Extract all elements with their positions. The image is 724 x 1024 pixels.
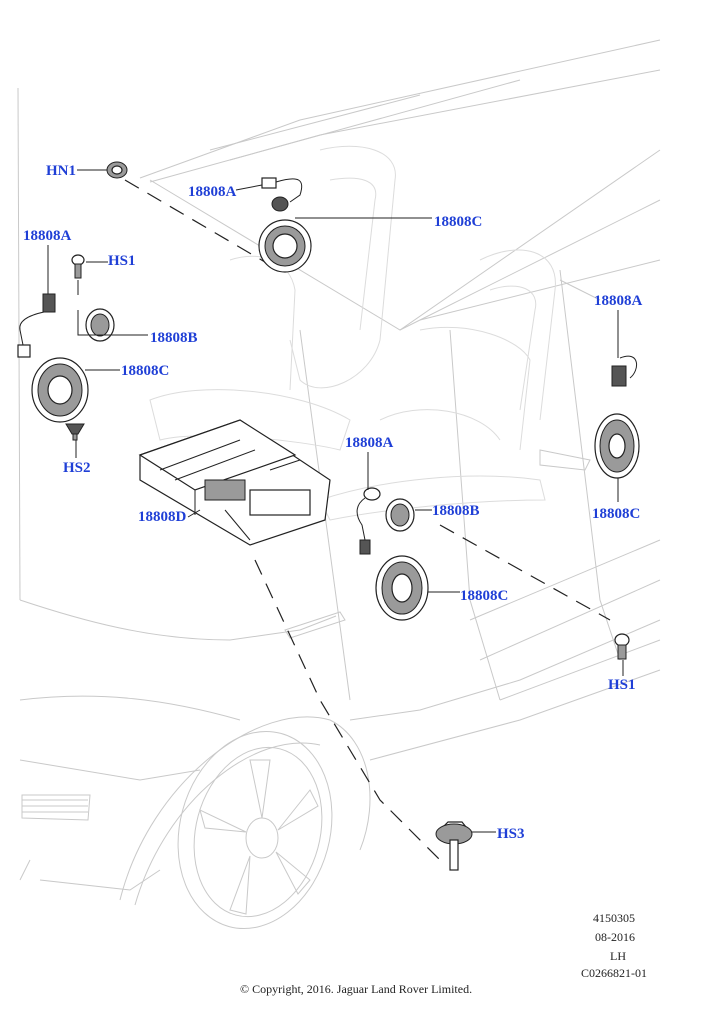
hs1-screw-left — [71, 254, 85, 279]
tweeter-mid — [385, 498, 415, 532]
callout-hs2: HS2 — [63, 460, 91, 476]
diagram-code: C0266821-01 — [581, 966, 647, 980]
parts — [17, 161, 640, 871]
speaker-mid — [375, 555, 429, 621]
callout-18808d: 18808D — [138, 509, 187, 525]
callout-18808c-right: 18808C — [592, 506, 640, 522]
speaker-top — [258, 219, 312, 273]
diagram-number: 4150305 — [593, 911, 635, 925]
assembly-lines — [124, 179, 611, 861]
speaker-right — [594, 413, 640, 479]
tweeter-left — [85, 308, 115, 342]
speaker-left — [31, 357, 89, 423]
hs2-screw — [65, 423, 85, 441]
callout-18808a-right: 18808A — [594, 293, 643, 309]
diagram-side: LH — [610, 949, 626, 963]
harness-right — [611, 355, 638, 387]
hn1-nut — [106, 161, 128, 179]
callout-18808c-top: 18808C — [434, 214, 482, 230]
amplifier — [138, 419, 331, 546]
harness-top — [261, 177, 303, 212]
callout-hs1-right: HS1 — [608, 677, 636, 693]
callout-18808c-left: 18808C — [121, 363, 169, 379]
callout-hn1: HN1 — [46, 163, 76, 179]
hs3-bolt — [435, 821, 473, 871]
callout-18808b-mid: 18808B — [432, 503, 480, 519]
callout-18808a-left: 18808A — [23, 228, 72, 244]
copyright-notice: © Copyright, 2016. Jaguar Land Rover Lim… — [240, 982, 472, 996]
callouts: HN1 18808A 18808C 18808A HS1 18808B 1880… — [23, 163, 643, 842]
callout-hs1-left: HS1 — [108, 253, 136, 269]
callout-18808b-left: 18808B — [150, 330, 198, 346]
harness-mid — [356, 487, 381, 555]
callout-hs3: HS3 — [497, 826, 525, 842]
diagram-date: 08-2016 — [595, 930, 635, 944]
callout-18808a-top: 18808A — [188, 184, 237, 200]
hs1-screw-right — [614, 633, 630, 660]
callout-18808a-mid: 18808A — [345, 435, 394, 451]
harness-left — [17, 293, 56, 358]
vehicle-outline — [17, 39, 661, 930]
reference-block: 4150305 08-2016 LH C0266821-01 © Copyrig… — [240, 911, 647, 996]
leader-lines — [47, 169, 624, 833]
callout-18808c-mid: 18808C — [460, 588, 508, 604]
